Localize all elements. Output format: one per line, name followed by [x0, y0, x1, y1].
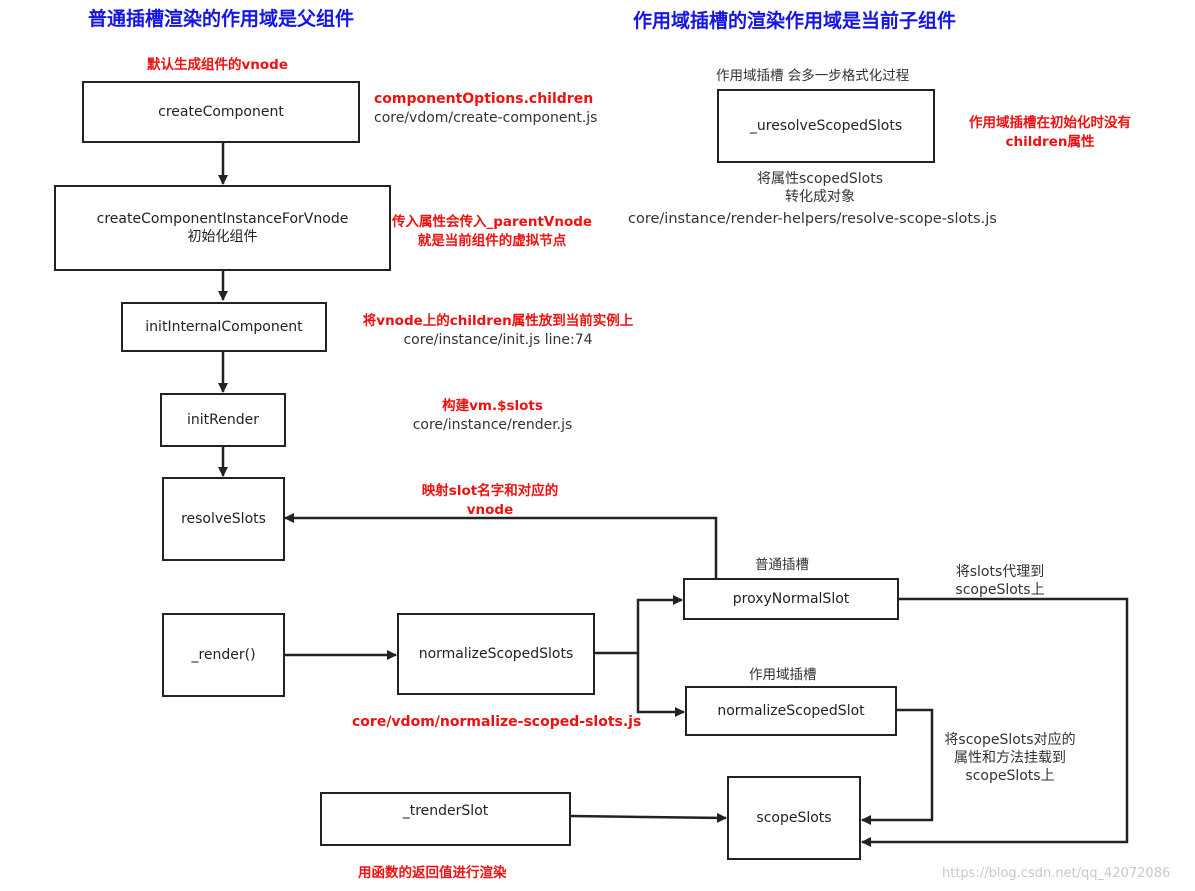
mount-note-1: 将scopeSlots对应的: [944, 732, 1076, 748]
create-component-label: createComponent: [158, 104, 284, 120]
arrow-trender-to-scope-slots: [570, 812, 727, 823]
init-internal-note: 将vnode上的children属性放到当前实例上: [362, 313, 634, 329]
init-render-notes: 构建vm.$slots core/instance/render.js: [400, 397, 585, 435]
parent-vnode-note-2: 就是当前组件的虚拟节点: [417, 233, 567, 249]
create-component-path: core/vdom/create-component.js: [374, 110, 598, 126]
arrow-normalize-to-proxy: [595, 595, 683, 655]
create-component-notes: componentOptions.children core/vdom/crea…: [374, 90, 597, 128]
normalize-scoped-slot-label: normalizeScopedSlot: [717, 703, 865, 719]
proxy-normal-slot-box: proxyNormalSlot: [683, 578, 899, 620]
proxy-note-2: scopeSlots上: [955, 582, 1045, 598]
default-vnode-note: 默认生成组件的vnode: [147, 57, 289, 73]
render-return-note: 用函数的返回值进行渲染: [358, 865, 507, 881]
normalize-scoped-slot-box: normalizeScopedSlot: [685, 686, 897, 736]
to-object-notes: 将属性scopedSlots 转化成对象: [740, 170, 900, 206]
init-internal-path: core/instance/init.js line:74: [403, 332, 593, 348]
scope-slots-box: scopeSlots: [727, 776, 861, 860]
normalize-scoped-slots-box: normalizeScopedSlots: [397, 613, 595, 695]
scope-slots-label: scopeSlots: [756, 810, 832, 826]
proxy-note-1: 将slots代理到: [955, 564, 1045, 580]
instance-for-vnode-label: createComponentInstanceForVnode: [96, 211, 349, 227]
map-note-2: vnode: [466, 502, 514, 518]
right-title: 作用域插槽的渲染作用域是当前子组件: [633, 10, 957, 32]
init-render-box: initRender: [160, 393, 286, 447]
resolve-slots-label: resolveSlots: [181, 511, 266, 527]
mount-note-2: 属性和方法挂载到: [954, 750, 1066, 766]
mount-notes: 将scopeSlots对应的 属性和方法挂载到 scopeSlots上: [935, 731, 1085, 785]
to-object-note-1: 将属性scopedSlots: [756, 171, 884, 187]
no-children-note-2: children属性: [1005, 134, 1095, 150]
format-note: 作用域插槽 会多一步格式化过程: [716, 68, 910, 84]
parent-vnode-note-1: 传入属性会传入_parentVnode: [392, 214, 593, 230]
arrow-scoped-slot-to-scope-slots: [861, 708, 934, 825]
normalize-scoped-slots-label: normalizeScopedSlots: [418, 646, 574, 662]
render-label: _render(): [191, 647, 256, 663]
arrow-proxy-to-resolve: [284, 513, 718, 578]
create-component-box: createComponent: [82, 81, 360, 143]
no-children-note-1: 作用域插槽在初始化时没有: [969, 115, 1131, 131]
init-internal-label: initInternalComponent: [145, 319, 303, 335]
component-options-children-note: componentOptions.children: [374, 91, 594, 107]
trender-slot-label: _trenderSlot: [402, 803, 489, 819]
no-children-notes: 作用域插槽在初始化时没有 children属性: [950, 114, 1150, 152]
arrow-proxy-to-scope-slots: [861, 597, 1129, 847]
proxy-normal-slot-label: proxyNormalSlot: [732, 591, 850, 607]
normalize-path: core/vdom/normalize-scoped-slots.js: [352, 714, 642, 730]
to-object-note-2: 转化成对象: [785, 189, 855, 205]
uresolve-box: _uresolveScopedSlots: [717, 89, 935, 163]
instance-for-vnode-box: createComponentInstanceForVnode 初始化组件: [54, 185, 391, 271]
mount-note-3: scopeSlots上: [965, 768, 1055, 784]
init-render-path: core/instance/render.js: [412, 417, 573, 433]
map-note-1: 映射slot名字和对应的: [421, 483, 559, 499]
scoped-slot-label: 作用域插槽: [749, 667, 817, 683]
resolve-slots-box: resolveSlots: [162, 477, 285, 561]
watermark: https://blog.csdn.net/qq_42072086: [942, 866, 1171, 881]
left-title: 普通插槽渲染的作用域是父组件: [88, 8, 355, 30]
normal-slot-label: 普通插槽: [755, 557, 809, 573]
uresolve-label: _uresolveScopedSlots: [749, 118, 903, 134]
trender-slot-box: _trenderSlot: [320, 792, 571, 846]
init-render-label: initRender: [187, 412, 259, 428]
map-notes: 映射slot名字和对应的 vnode: [406, 482, 574, 520]
instance-for-vnode-sub: 初始化组件: [187, 229, 258, 245]
init-render-note: 构建vm.$slots: [442, 398, 543, 414]
init-internal-box: initInternalComponent: [121, 302, 327, 352]
parent-vnode-notes: 传入属性会传入_parentVnode 就是当前组件的虚拟节点: [392, 213, 592, 251]
render-box: _render(): [162, 613, 285, 697]
resolve-scope-path: core/instance/render-helpers/resolve-sco…: [628, 211, 997, 227]
init-internal-notes: 将vnode上的children属性放到当前实例上 core/instance/…: [343, 312, 653, 350]
arrow-normalize-to-scoped-slot: [636, 653, 685, 717]
proxy-notes: 将slots代理到 scopeSlots上: [940, 563, 1060, 599]
